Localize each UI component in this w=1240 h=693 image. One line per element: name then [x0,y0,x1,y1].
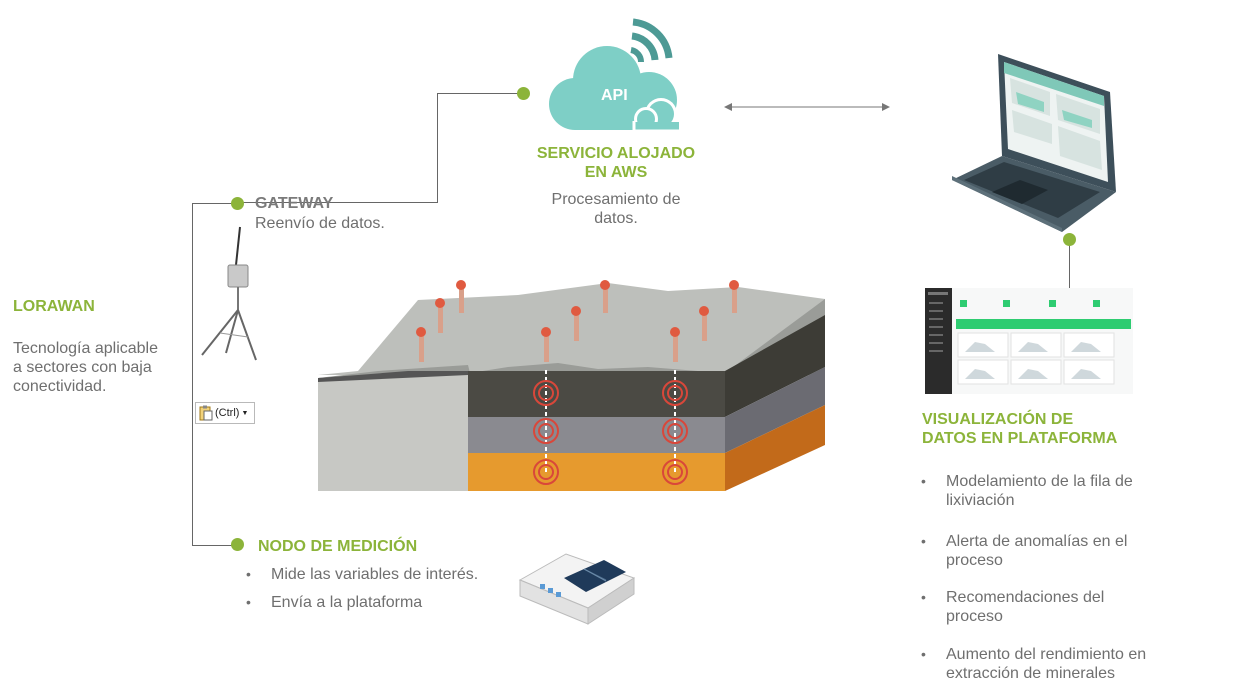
cloud-title-line2: EN AWS [584,164,648,181]
connector-left-top [192,203,237,204]
visualization-bullet-item: Modelamiento de la fila de lixiviación [921,472,1221,510]
connector-left-bottom [192,545,237,546]
bullet-line: lixiviación [946,492,1015,509]
visualization-title-line2: DATOS EN PLATAFORMA [922,430,1118,447]
sensor-rings [533,370,688,485]
visualization-title: VISUALIZACIÓN DE DATOS EN PLATAFORMA [922,410,1117,448]
laptop-connector-dot [1063,233,1076,246]
chevron-down-icon: ▼ [241,409,249,417]
cloud-description: Procesamiento de datos. [520,190,712,228]
visualization-bullet-list: Modelamiento de la fila de lixiviación A… [921,472,1221,683]
node-bullet-item: Mide las variables de interés. [246,565,478,584]
connector-laptop-dashboard [1069,245,1070,305]
lorawan-description: Tecnología aplicable a sectores con baja… [13,339,158,396]
paste-options-button[interactable]: (Ctrl) ▼ [195,402,255,424]
wifi-icon [632,18,673,59]
cloud-connector-dot [517,87,530,100]
laptop-icon [952,54,1116,232]
gateway-connector-dot [231,197,244,210]
lorawan-desc-line2: a sectores con baja [13,359,152,376]
connector-left-vertical [192,203,193,546]
cloud-title-line1: SERVICIO ALOJADO [536,145,696,162]
bullet-line: Modelamiento de la fila de [946,473,1133,490]
gateway-description: Reenvío de datos. [255,215,385,232]
gateway-title: GATEWAY [255,195,334,212]
connector-gateway-horizontal-top [437,93,523,94]
soil-cross-section [318,280,825,491]
bullet-line: Recomendaciones del [946,589,1105,606]
bidirectional-arrow-icon [724,103,890,111]
connector-gateway-horizontal [243,202,438,203]
bullet-line: proceso [946,608,1003,625]
visualization-bullet-item: Alerta de anomalías en el proceso [921,532,1221,570]
lorawan-desc-line3: conectividad. [13,378,107,395]
visualization-title-line1: VISUALIZACIÓN DE [922,411,1074,428]
connector-gateway-vertical [437,94,438,202]
cloud-desc-line1: Procesamiento de [551,191,681,208]
cloud-api-label: API [601,87,628,104]
node-bullet-list: Mide las variables de interés. Envía a l… [246,565,478,612]
node-connector-dot [231,538,244,551]
paste-options-label: (Ctrl) [215,407,240,419]
paste-icon [199,405,213,421]
dashboard-preview [925,288,1133,394]
node-bullet-item: Envía a la plataforma [246,593,478,612]
lorawan-title: LORAWAN [13,298,95,315]
cloud-icon [549,18,679,133]
bullet-line: proceso [946,552,1003,569]
visualization-bullet-item: Recomendaciones del proceso [921,588,1221,626]
bullet-line: Aumento del rendimiento en [946,646,1147,663]
lorawan-desc-line1: Tecnología aplicable [13,340,158,357]
cloud-desc-line2: datos. [594,210,638,227]
bullet-line: Alerta de anomalías en el [946,533,1128,550]
node-title: NODO DE MEDICIÓN [258,538,418,555]
probe-markers [416,280,739,362]
sensor-box-icon [518,553,636,625]
cloud-title: SERVICIO ALOJADO EN AWS [520,144,712,182]
antenna-icon [201,226,257,361]
visualization-bullet-item: Aumento del rendimiento en extracción de… [921,645,1221,683]
bullet-line: extracción de minerales [946,665,1115,682]
